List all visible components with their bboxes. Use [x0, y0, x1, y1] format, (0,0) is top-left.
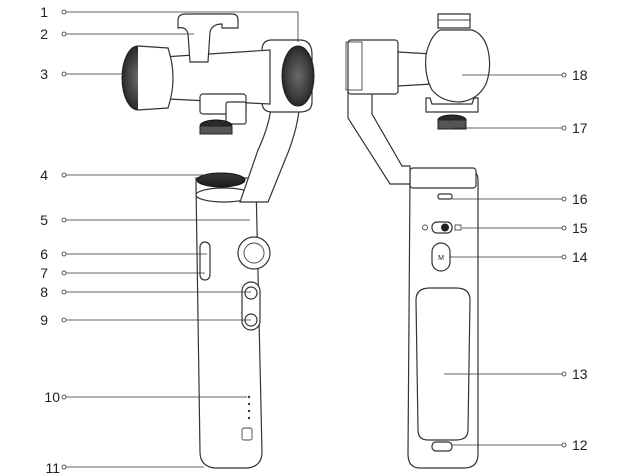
joystick-inner — [243, 242, 265, 264]
callout-leaders — [61, 9, 567, 470]
shutter-button — [244, 286, 258, 300]
m-button-label: M — [438, 255, 444, 262]
brand-logo — [241, 427, 253, 441]
battery-indicator-dots — [247, 395, 251, 420]
callout-6: 6 — [40, 246, 48, 262]
charging-port — [431, 441, 453, 452]
callout-labels-right: 18 17 16 15 14 13 12 — [572, 67, 588, 453]
left-motor-cylinder — [137, 45, 174, 111]
top-clamp — [437, 13, 471, 29]
callout-5: 5 — [40, 212, 48, 228]
callout-17: 17 — [572, 120, 588, 136]
back-motor-housing — [347, 39, 399, 95]
callout-13: 13 — [572, 366, 588, 382]
bottom-knob-body — [437, 119, 467, 130]
joystick — [237, 236, 271, 270]
bottom-clamp — [425, 97, 479, 113]
callout-12: 12 — [572, 437, 588, 453]
back-motor-face — [345, 41, 363, 91]
right-gimbal-back-view: M — [345, 13, 491, 469]
rubber-grip — [415, 287, 471, 441]
callout-2: 2 — [40, 26, 48, 42]
power-switch-knob — [441, 223, 449, 232]
back-arm — [347, 91, 411, 185]
callout-1: 1 — [40, 4, 48, 20]
callout-15: 15 — [572, 220, 588, 236]
callout-11: 11 — [45, 460, 60, 475]
callout-8: 8 — [40, 284, 48, 300]
callout-18: 18 — [572, 67, 588, 83]
callout-3: 3 — [40, 66, 48, 82]
roll-motor-right — [281, 45, 315, 107]
phone-clamp — [177, 13, 239, 63]
clamp-knob-body — [199, 125, 233, 135]
pan-motor-cap — [196, 172, 246, 188]
tilt-motor — [425, 29, 491, 103]
left-gimbal-front-view — [121, 13, 315, 469]
callout-4: 4 — [40, 167, 48, 183]
status-led — [437, 193, 453, 200]
callout-14: 14 — [572, 249, 588, 265]
callout-labels-left: 1 2 3 4 5 6 7 8 9 10 11 — [40, 4, 60, 475]
callout-7: 7 — [40, 265, 48, 281]
zoom-slider — [199, 241, 211, 281]
callout-16: 16 — [572, 191, 588, 207]
handle-top — [409, 167, 477, 189]
callout-10: 10 — [44, 389, 60, 405]
callout-9: 9 — [40, 312, 48, 328]
clamp-screw-holder — [225, 101, 247, 125]
